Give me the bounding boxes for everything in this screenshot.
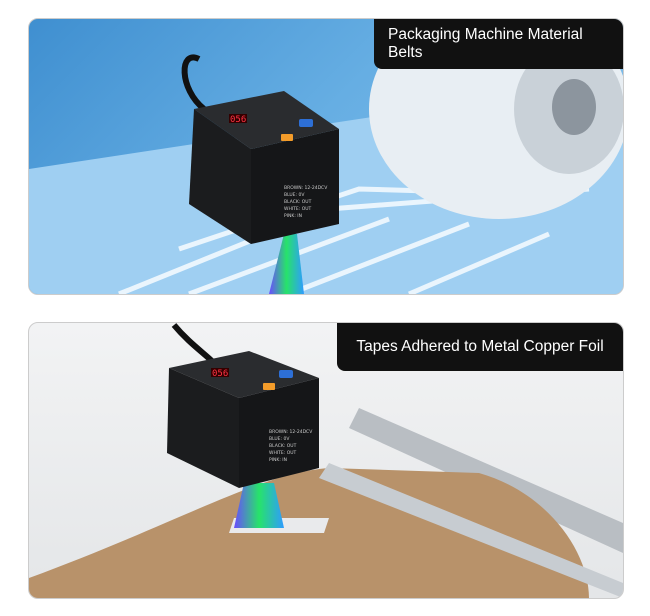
caption-material-belts: Packaging Machine Material Belts	[374, 19, 623, 69]
scene-copper-foil: 056 BROWN: 12-24DCV BLUE: 0V BLACK: OUT …	[28, 322, 624, 599]
sensor-display: 056	[230, 115, 246, 125]
svg-text:BROWN: 12-24DCV: BROWN: 12-24DCV	[269, 429, 313, 435]
color-sensor: 056 BROWN: 12-24DCV BLUE: 0V BLACK: OUT …	[167, 351, 319, 488]
scene-material-belts: 056 BROWN: 12-24DCV BLUE: 0V BLACK: OUT …	[28, 18, 624, 295]
sensor-cable	[181, 54, 207, 112]
svg-text:PINK: IN: PINK: IN	[269, 457, 287, 463]
light-beam	[269, 234, 304, 294]
light-beam	[234, 483, 284, 528]
color-sensor: 056 BROWN: 12-24DCV BLUE: 0V BLACK: OUT …	[189, 91, 339, 244]
belt-scene-illustration: 056 BROWN: 12-24DCV BLUE: 0V BLACK: OUT …	[29, 19, 623, 294]
svg-text:BLACK: OUT: BLACK: OUT	[269, 443, 297, 449]
svg-text:PINK: IN: PINK: IN	[284, 213, 302, 219]
sensor-display: 056	[212, 369, 228, 379]
svg-text:BLUE: 0V: BLUE: 0V	[269, 436, 290, 442]
roller-bottom	[319, 463, 623, 598]
svg-text:BROWN: 12-24DCV: BROWN: 12-24DCV	[284, 185, 328, 191]
sensor-cable	[171, 323, 217, 366]
svg-text:BLACK: OUT: BLACK: OUT	[284, 199, 312, 205]
svg-text:WHITE: OUT: WHITE: OUT	[284, 206, 312, 212]
svg-text:WHITE: OUT: WHITE: OUT	[269, 450, 297, 456]
foil-scene-illustration: 056 BROWN: 12-24DCV BLUE: 0V BLACK: OUT …	[29, 323, 623, 598]
svg-text:BLUE: 0V: BLUE: 0V	[284, 192, 305, 198]
caption-copper-foil: Tapes Adhered to Metal Copper Foil	[337, 323, 623, 371]
